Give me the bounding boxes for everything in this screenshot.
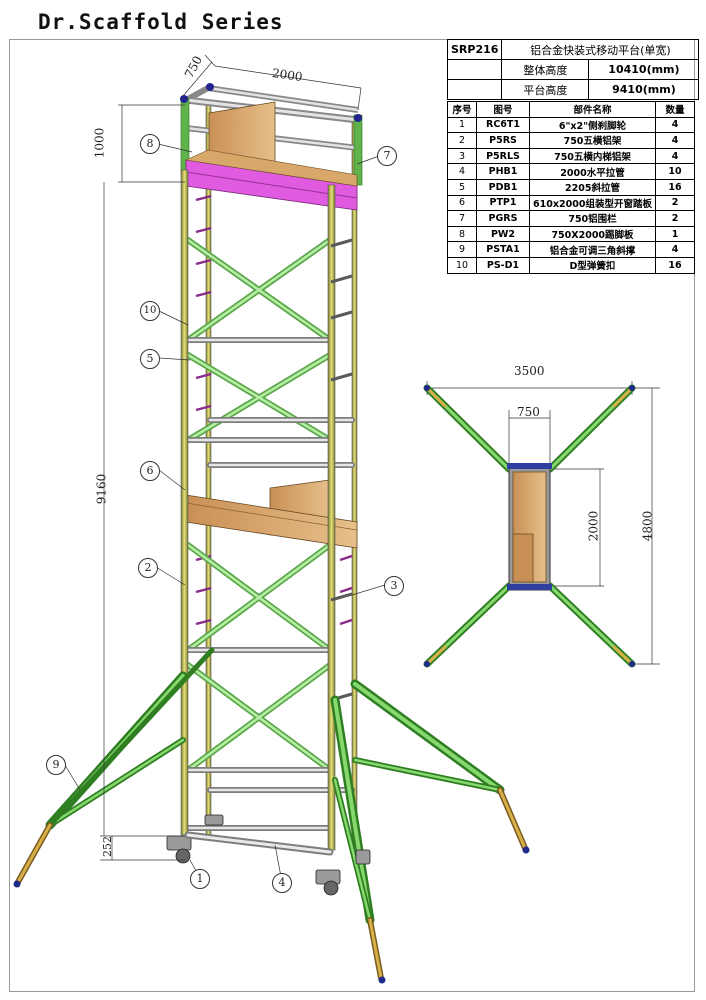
cell-qty: 4 — [655, 132, 695, 149]
cell-drawing-no: PGRS — [476, 210, 530, 227]
platform-height-label: 平台高度 — [501, 79, 590, 100]
dim-platform-height: 9160 — [94, 473, 109, 505]
cell-part-name: 2205斜拉管 — [529, 178, 656, 196]
overall-height-value: 10410(mm) — [588, 59, 700, 80]
callout-5: 5 — [140, 349, 160, 369]
cell-no: 3 — [447, 147, 477, 165]
cell-no: 1 — [447, 116, 477, 134]
cell-qty: 2 — [655, 194, 695, 212]
dim-caster-height: 252 — [101, 836, 114, 857]
callout-3: 3 — [384, 576, 404, 596]
plan-view — [423, 381, 660, 668]
cell-qty: 1 — [655, 225, 695, 243]
cell-part-name: 铝合金可调三角斜撑 — [529, 241, 656, 258]
callout-9: 9 — [46, 755, 66, 775]
col-part-name: 部件名称 — [529, 101, 656, 118]
cell-drawing-no: PHB1 — [476, 163, 530, 180]
product-name: 铝合金快装式移动平台(单宽) — [501, 39, 700, 60]
cell-drawing-no: P5RS — [476, 132, 530, 149]
cell-drawing-no: PS-D1 — [476, 256, 530, 274]
cell-qty: 2 — [655, 210, 695, 227]
col-no: 序号 — [447, 101, 477, 118]
dim-plan-span-long: 4800 — [640, 510, 655, 542]
cell-no: 4 — [447, 163, 477, 180]
parts-table-header: 序号 图号 部件名称 数量 — [447, 101, 695, 118]
cell-no: 6 — [447, 194, 477, 212]
cell-qty: 4 — [655, 241, 695, 258]
callout-1: 1 — [190, 869, 210, 889]
callout-7: 7 — [377, 146, 397, 166]
cell-qty: 4 — [655, 147, 695, 165]
cell-part-name: D型弹簧扣 — [529, 256, 656, 274]
outriggers — [13, 647, 530, 984]
cell-drawing-no: PSTA1 — [476, 241, 530, 258]
drawing-frame — [9, 39, 695, 992]
cell-no: 10 — [447, 256, 477, 274]
cell-qty: 16 — [655, 178, 695, 196]
cell-drawing-no: P5RLS — [476, 147, 530, 165]
callout-2: 2 — [138, 558, 158, 578]
cell-qty: 16 — [655, 256, 695, 274]
cell-part-name: 750五横铝架 — [529, 132, 656, 149]
cell-drawing-no: PW2 — [476, 225, 530, 243]
elevation-view — [13, 83, 530, 984]
cell-part-name: 750铝围栏 — [529, 210, 656, 227]
cell-drawing-no: PTP1 — [476, 194, 530, 212]
col-drawing-no: 图号 — [476, 101, 530, 118]
cell-part-name: 750X2000踢脚板 — [529, 225, 656, 243]
caster-wheels — [166, 814, 371, 896]
cell-drawing-no: RC6T1 — [476, 116, 530, 134]
cell-part-name: 750五横内梯铝架 — [529, 147, 656, 165]
dim-guard-height: 1000 — [92, 127, 107, 159]
callout-10: 10 — [140, 301, 160, 321]
model-code: SRP216 — [446, 39, 503, 60]
brand-title: Dr.Scaffold Series — [38, 10, 284, 34]
cell-part-name: 610x2000组装型开窗踏板 — [529, 194, 656, 212]
cell-no: 8 — [447, 225, 477, 243]
cell-drawing-no: PDB1 — [476, 178, 530, 196]
cell-no: 5 — [447, 178, 477, 196]
cell-no: 7 — [447, 210, 477, 227]
spec-table: SRP216 铝合金快装式移动平台(单宽) 整体高度 10410(mm) 平台高… — [446, 39, 700, 100]
callout-6: 6 — [140, 461, 160, 481]
cell-part-name: 6"x2"侧刹脚轮 — [529, 116, 656, 134]
callout-8: 8 — [140, 134, 160, 154]
ladder-rungs — [195, 194, 353, 626]
dim-plan-width: 750 — [517, 405, 540, 419]
overall-height-label: 整体高度 — [501, 59, 590, 80]
cell-part-name: 2000水平拉管 — [529, 163, 656, 180]
cell-no: 9 — [447, 241, 477, 258]
platform-height-value: 9410(mm) — [588, 79, 700, 100]
col-qty: 数量 — [655, 101, 695, 118]
cell-qty: 10 — [655, 163, 695, 180]
dim-plan-span: 3500 — [514, 364, 545, 378]
elevation-dimension-lines — [100, 54, 362, 861]
cell-qty: 4 — [655, 116, 695, 134]
callout-4: 4 — [272, 873, 292, 893]
dim-plan-length: 2000 — [586, 510, 601, 542]
cell-no: 2 — [447, 132, 477, 149]
